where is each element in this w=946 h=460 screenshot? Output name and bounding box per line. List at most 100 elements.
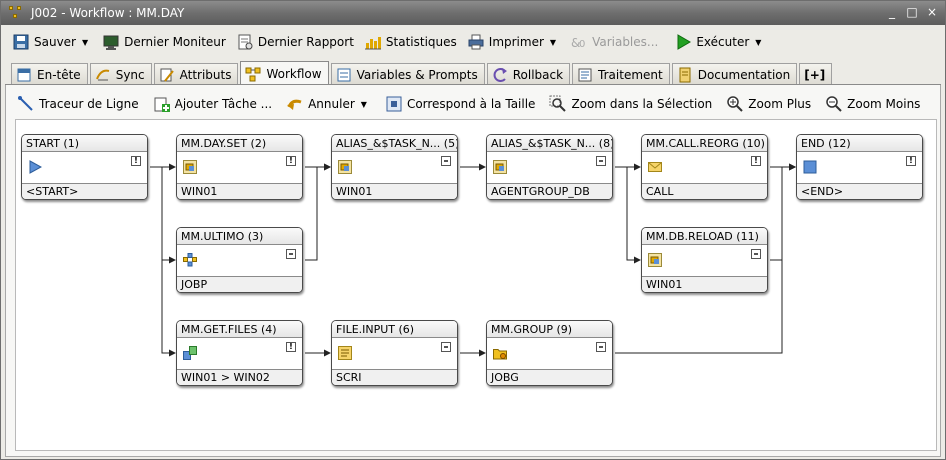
task-node-mm-group[interactable]: MM.GROUP (9)JOBG [486,320,613,386]
last-monitor-button[interactable]: Dernier Moniteur [99,31,229,53]
monitor-icon [102,33,120,51]
sync-icon [95,67,111,83]
line-tracer-button[interactable]: Traceur de Ligne [17,93,139,115]
print-dropdown-icon[interactable]: ▼ [549,37,557,47]
tab-label: Variables & Prompts [356,67,478,82]
zoom-selection-button[interactable]: Zoom dans la Sélection [549,93,712,115]
task-title: FILE.INPUT (6) [332,321,457,338]
tab-documentation[interactable]: Documentation [671,63,798,85]
task-agent: <END> [797,183,922,199]
task-body: ! [177,338,302,369]
task-node-mm-day-set[interactable]: MM.DAY.SET (2)!WIN01 [176,134,303,200]
save-dropdown-icon[interactable]: ▼ [82,37,89,47]
task-alert-icon[interactable]: ! [286,156,296,166]
task-title: MM.DB.RELOAD (11) [642,228,767,245]
last-report-button[interactable]: Dernier Rapport [233,31,357,53]
job-icon [183,160,197,174]
tab-rollback[interactable]: Rollback [486,63,571,85]
task-alert-icon[interactable]: ! [751,156,761,166]
tab-label: Documentation [697,67,791,82]
task-title: ALIAS_&$TASK_N... (5) [332,135,457,152]
svg-text:&: & [571,36,580,50]
task-agent: <START> [22,183,147,199]
stop-icon [803,160,817,174]
attributes-icon [159,67,175,83]
task-properties-icon[interactable] [751,249,761,259]
zoom-in-button[interactable]: Zoom Plus [726,93,811,115]
task-node-file-input[interactable]: FILE.INPUT (6)SCRI [331,320,458,386]
task-title: MM.GROUP (9) [487,321,612,338]
zoom-selection-icon [549,95,567,113]
task-node-alias-8[interactable]: ALIAS_&$TASK_N... (8) AGENTGROUP_DB [486,134,613,200]
undo-label: Annuler [308,97,355,111]
close-button[interactable]: × [926,5,938,19]
tab-sync[interactable]: Sync [89,63,152,85]
task-alert-icon[interactable]: ! [906,156,916,166]
tab-label: Traitement [598,67,663,82]
task-title: MM.ULTIMO (3) [177,228,302,245]
workflow-toolbar: Traceur de Ligne Ajouter Tâche ... Annul… [17,91,934,117]
execute-button[interactable]: Exécuter ▼ [671,31,768,53]
save-button[interactable]: Sauver ▼ [9,31,95,53]
variables-icon [336,67,352,83]
statistics-label: Statistiques [385,35,457,49]
tab-workflow[interactable]: Workflow [240,61,329,85]
task-node-end[interactable]: END (12)! <END> [796,134,923,200]
task-node-mm-call-reorg[interactable]: MM.CALL.REORG (10)!CALL [641,134,768,200]
task-title: ALIAS_&$TASK_N... (8) [487,135,612,152]
script-icon [338,346,352,360]
tab-variables[interactable]: Variables & Prompts [330,63,485,85]
task-alert-icon[interactable]: ! [131,156,141,166]
execute-dropdown-icon[interactable]: ▼ [755,37,762,47]
workflow-connections [150,163,796,357]
connection-8-to-11 [615,166,641,264]
task-agent: WIN01 > WIN02 [177,369,302,385]
task-properties-icon[interactable] [441,156,451,166]
fit-size-button[interactable]: Correspond à la Taille [385,93,535,115]
tab-header[interactable]: En-tête [11,63,88,85]
play-icon [28,160,43,174]
task-title: END (12) [797,135,922,152]
save-label: Sauver [34,35,76,49]
tab-process[interactable]: Traitement [572,63,670,85]
rollback-icon [492,67,508,83]
task-node-mm-ultimo[interactable]: MM.ULTIMO (3)JOBP [176,227,303,293]
task-properties-icon[interactable] [441,342,451,352]
task-agent: AGENTGROUP_DB [487,183,612,199]
tab-label: Attributs [179,67,232,82]
task-body: ! [177,152,302,183]
task-properties-icon[interactable] [286,249,296,259]
task-title: MM.GET.FILES (4) [177,321,302,338]
statistics-button[interactable]: Statistiques [361,31,460,53]
zoom-in-icon [726,95,744,113]
task-properties-icon[interactable] [596,156,606,166]
execute-label: Exécuter [696,35,750,49]
header-icon [16,67,32,83]
task-body: ! [22,152,147,183]
add-task-button[interactable]: Ajouter Tâche ... [153,93,272,115]
documentation-icon [677,67,693,83]
undo-button[interactable]: Annuler ▼ [286,93,371,115]
zoom-out-button[interactable]: Zoom Moins [825,93,920,115]
tab-attributes[interactable]: Attributs [153,63,239,85]
task-title: START (1) [22,135,147,152]
report-icon [236,33,254,51]
tab-label: [+] [804,67,826,82]
task-properties-icon[interactable] [596,342,606,352]
print-label: Imprimer [488,35,544,49]
minimize-button[interactable]: _ [889,5,895,19]
task-alert-icon[interactable]: ! [286,342,296,352]
task-node-mm-get-files[interactable]: MM.GET.FILES (4)! WIN01 > WIN02 [176,320,303,386]
undo-dropdown-icon[interactable]: ▼ [360,99,367,109]
workflow-canvas[interactable]: START (1)! <START> MM.DAY.SET (2)!WIN01 ALI… [15,119,937,451]
print-button[interactable]: Imprimer ▼ [464,31,563,53]
variables-button[interactable]: &0 Variables... [567,31,661,53]
tab-add-tab[interactable]: [+] [799,63,833,85]
maximize-button[interactable]: □ [906,5,918,19]
add-task-icon [153,95,171,113]
task-node-mm-db-reload[interactable]: MM.DB.RELOAD (11)WIN01 [641,227,768,293]
task-node-start[interactable]: START (1)! <START> [21,134,148,200]
task-body: ! [797,152,922,183]
task-node-alias-5[interactable]: ALIAS_&$TASK_N... (5)WIN01 [331,134,458,200]
